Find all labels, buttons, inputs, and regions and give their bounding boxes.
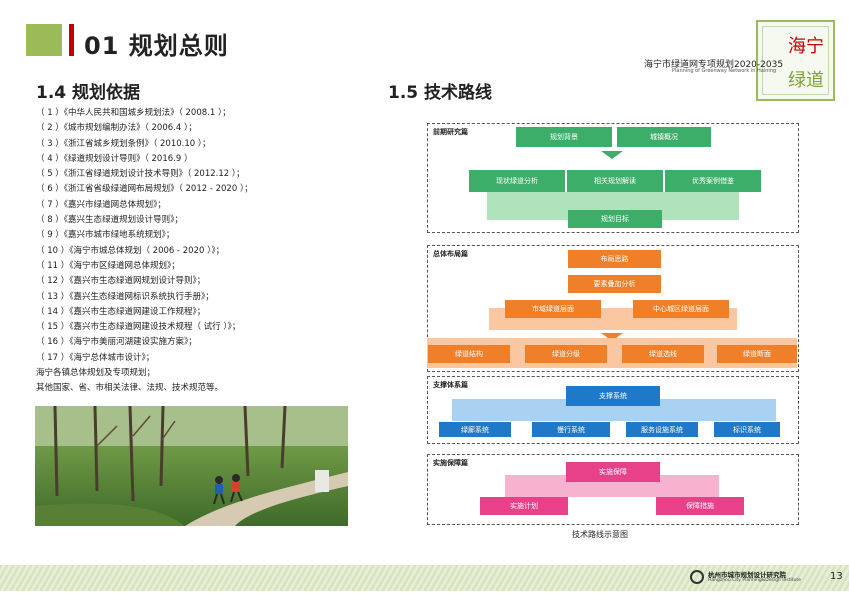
flow-section-label: 实施保障篇 [433,459,468,467]
flow-box: 规划目标 [568,210,662,228]
basis-item: （ 14 ）《嘉兴市生态绿道网建设工作规程》； [36,306,206,317]
page-title: 01 规划总则 [84,32,229,60]
basis-item: 其他国家、省、市相关法律、法规、技术规范等。 [36,383,224,394]
basis-item: （ 8 ）《嘉兴生态绿道规划设计导则》； [36,215,183,226]
institute-logo-icon [690,570,704,584]
flow-section-support [427,376,799,444]
section-heading-route: 1.5 技术路线 [388,83,493,103]
flow-box: 绿廊系统 [439,422,511,437]
title-accent-block [26,24,62,56]
flow-box: 保障措施 [656,497,744,515]
flow-box: 支撑系统 [566,386,660,406]
flow-box: 慢行系统 [532,422,610,437]
basis-item: （ 3 ）《浙江省城乡规划条例》（ 2010.10 ）； [36,138,211,149]
flow-section-label: 前期研究篇 [433,128,468,136]
flow-box: 实施计划 [480,497,568,515]
flow-arrow-icon [601,333,623,341]
flow-section-label: 总体布局篇 [433,250,468,258]
basis-item: 海宁各镇总体规划及专项规划； [36,368,156,379]
basis-item: （ 10 ）《海宁市城总体规划（ 2006 - 2020 ）》； [36,245,225,256]
flow-section-implementation [427,454,799,525]
flow-box: 现状绿道分析 [469,170,565,192]
basis-item: （ 1 ）《中华人民共和国城乡规划法》（ 2008.1 ）； [36,108,231,118]
logo-text-greenway: 绿道 [788,70,824,91]
basis-item: （ 13 ）《嘉兴生态绿道网标识系统执行手册》； [36,291,214,302]
flow-section-layout [427,245,799,372]
haining-greenway-logo: 海宁 绿道 [756,20,835,101]
flow-band [452,399,776,421]
basis-item: （ 16 ）《海宁市美丽河湖建设实施方案》； [36,337,197,348]
flow-box: 绿道断面 [717,345,797,363]
flow-box: 相关规划解读 [567,170,663,192]
basis-item: （ 9 ）《嘉兴市城市绿地系统规划》； [36,230,175,241]
flow-box: 要素叠加分析 [568,275,661,293]
section-heading-basis: 1.4 规划依据 [36,83,141,103]
institute-name: 杭州市城市规划设计研究院 [708,571,786,579]
document-title: 海宁市绿道网专项规划2020-2035 [644,60,784,70]
page-number: 13 [830,571,843,582]
flow-box: 市域绿道层面 [505,300,601,318]
basis-item: （ 7 ）《嘉兴市绿道网总体规划》； [36,199,166,210]
logo-text-haining: 海宁 [788,36,824,57]
flow-box: 绿道分级 [525,345,607,363]
diagram-caption: 技术路线示意图 [572,530,628,539]
basis-item: （ 11 ）《海宁市区绿道网总体规划》； [36,260,180,271]
greenway-photo [35,406,348,526]
footer-band [0,565,849,591]
flow-box: 服务设施系统 [626,422,698,437]
flow-section-label: 支撑体系篇 [433,381,468,389]
planning-basis-list: （ 1 ）《中华人民共和国城乡规划法》（ 2008.1 ）； （ 2 ）《城市规… [36,106,253,397]
basis-item: （ 12 ）《嘉兴市生态绿道网规划设计导则》； [36,276,206,287]
title-accent-bar [69,24,74,56]
flow-box: 标识系统 [714,422,780,437]
flow-arrow-icon [601,151,623,159]
basis-item: （ 15 ）《嘉兴市生态绿道网建设技术规程（ 试行 ）》； [36,322,241,333]
document-subtitle: Planning of Greenway Network in Haining [672,68,777,74]
basis-item: （ 2 ）《城市规划编制办法》（ 2006.4 ）； [36,123,197,134]
basis-item: （ 17 ）《海宁总体城市设计》； [36,352,155,363]
flow-box: 中心城区绿道层面 [633,300,729,318]
flow-box: 规划背景 [516,127,612,147]
flow-box: 城镇概况 [617,127,711,147]
basis-item: （ 5 ）《浙江省绿道规划设计技术导则》（ 2012.12 ）； [36,169,245,180]
flow-box: 布局思路 [568,250,661,268]
basis-item: （ 6 ）《浙江省省级绿道网布局规划》（ 2012 - 2020 ）； [36,184,253,195]
flow-box: 绿道结构 [428,345,510,363]
flow-box: 优秀案例借鉴 [665,170,761,192]
institute-name-en: Hangzhou City Planning&Design Institute [708,578,801,583]
flow-section-research [427,123,799,233]
basis-item: （ 4 ）《绿道规划设计导则》（ 2016.9 ） [36,153,193,164]
flow-box: 实施保障 [566,462,660,482]
flow-band [505,475,719,497]
flow-box: 绿道选线 [622,345,704,363]
